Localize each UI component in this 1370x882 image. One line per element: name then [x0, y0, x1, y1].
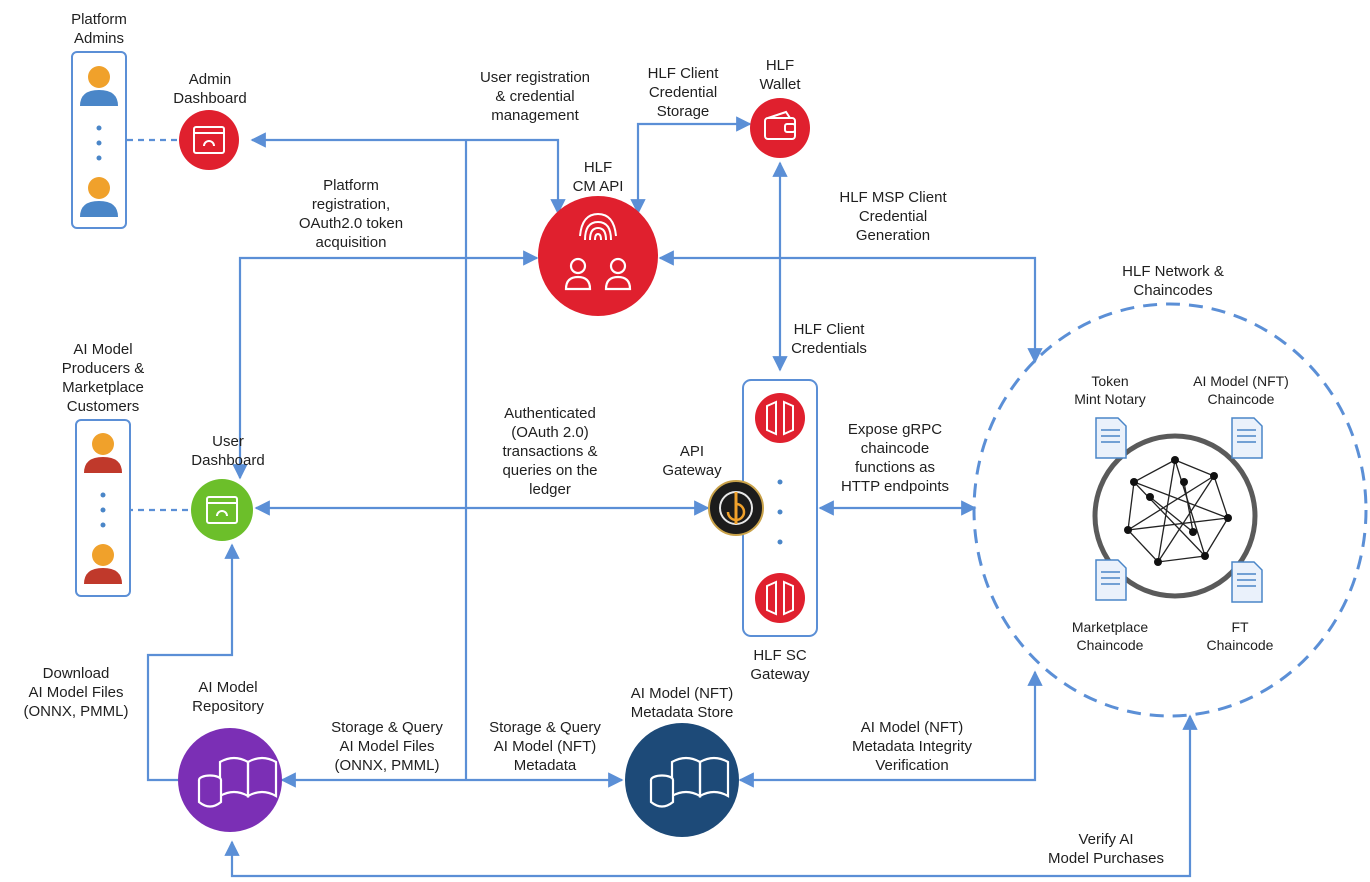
- hlf-cm-api-label: HLF CM API: [572, 159, 624, 195]
- api-gateway-node: [708, 480, 764, 536]
- admin-person-icon: [80, 177, 118, 217]
- gateway-icon: [755, 393, 805, 443]
- wallet-to-cm-api-arrow: [630, 116, 752, 215]
- repository-to-user-dashboard-arrow: [146, 543, 240, 782]
- document-icon: [1231, 561, 1263, 603]
- admin-person-icon: [80, 66, 118, 106]
- hlf-wallet-node: [750, 98, 810, 158]
- nft-metadata-store-label: AI Model (NFT) Metadata Store: [630, 685, 734, 721]
- ai-model-repository-node: [178, 728, 282, 832]
- cm-api-to-network-arrow: [658, 250, 1043, 364]
- admin-dashboard-node: [179, 110, 239, 170]
- authenticated-transactions-edge-label: Authenticated (OAuth 2.0) transactions &…: [502, 405, 598, 498]
- user-dashboard-label: User Dashboard: [191, 433, 265, 469]
- connector-lines: [127, 116, 1198, 878]
- user-dashboard-node: [191, 479, 253, 541]
- customers-box: [75, 419, 131, 597]
- metadata-integrity-edge-label: AI Model (NFT) Metadata Integrity Verifi…: [851, 719, 973, 774]
- network-nodes: [1124, 456, 1232, 566]
- token-mint-notary-label: Token Mint Notary: [1074, 373, 1146, 407]
- hlf-wallet-label: HLF Wallet: [759, 57, 801, 93]
- ellipsis-icon: [96, 125, 102, 161]
- ellipsis-icon: [100, 492, 106, 528]
- network-mesh-icon: [1127, 459, 1229, 563]
- ft-chaincode-label: FT Chaincode: [1206, 619, 1274, 653]
- hlf-network-node: [972, 302, 1368, 718]
- api-gateway-label: API Gateway: [662, 443, 722, 479]
- admin-dashboard-label: Admin Dashboard: [173, 71, 247, 107]
- admin-to-cm-api-arrow: [250, 132, 566, 215]
- client-credential-storage-edge-label: HLF Client Credential Storage: [647, 65, 719, 120]
- hlf-sc-gateway-label: HLF SC Gateway: [750, 647, 810, 683]
- hlf-cm-api-node: [538, 196, 658, 316]
- nft-metadata-store-node: [625, 723, 739, 837]
- wallet-icon: [764, 110, 796, 140]
- gateway-icon: [755, 573, 805, 623]
- platform-admins-box: [71, 51, 127, 229]
- platform-admins-label: Platform Admins: [71, 11, 127, 47]
- customer-person-icon: [84, 544, 122, 584]
- user-registration-edge-label: User registration & credential managemen…: [479, 69, 591, 124]
- fingerprint-icon: [579, 212, 617, 241]
- document-icon: [1095, 559, 1127, 601]
- platform-registration-edge-label: Platform registration, OAuth2.0 token ac…: [298, 177, 404, 251]
- msp-credential-generation-edge-label: HLF MSP Client Credential Generation: [839, 189, 947, 244]
- api-gateway-logo-icon: [719, 491, 753, 525]
- download-files-edge-label: Download AI Model Files (ONNX, PMML): [23, 665, 129, 720]
- database-book-icon: [197, 756, 278, 808]
- verify-purchases-edge-label: Verify AI Model Purchases: [1048, 831, 1164, 867]
- ai-model-repository-label: AI Model Repository: [192, 679, 264, 715]
- repository-to-network-verify-arrow: [224, 714, 1198, 878]
- expose-grpc-edge-label: Expose gRPC chaincode functions as HTTP …: [840, 421, 950, 495]
- dashboard-icon: [206, 496, 238, 524]
- ellipsis-icon: [777, 479, 783, 545]
- hlf-network-label: HLF Network & Chaincodes: [1122, 263, 1224, 299]
- client-credentials-edge-label: HLF Client Credentials: [791, 321, 867, 357]
- storage-query-metadata-edge-label: Storage & Query AI Model (NFT) Metadata: [489, 719, 601, 774]
- database-book-icon: [649, 756, 730, 808]
- ai-model-nft-chaincode-label: AI Model (NFT) Chaincode: [1193, 373, 1289, 407]
- dashboard-icon: [193, 126, 225, 154]
- document-icon: [1095, 417, 1127, 459]
- marketplace-chaincode-label: Marketplace Chaincode: [1071, 619, 1149, 653]
- users-icon: [564, 257, 632, 291]
- producers-customers-label: AI Model Producers & Marketplace Custome…: [61, 341, 145, 415]
- document-icon: [1231, 417, 1263, 459]
- storage-query-files-edge-label: Storage & Query AI Model Files (ONNX, PM…: [331, 719, 443, 774]
- user-dashboard-to-cm-api-arrow: [232, 250, 539, 480]
- customer-person-icon: [84, 433, 122, 473]
